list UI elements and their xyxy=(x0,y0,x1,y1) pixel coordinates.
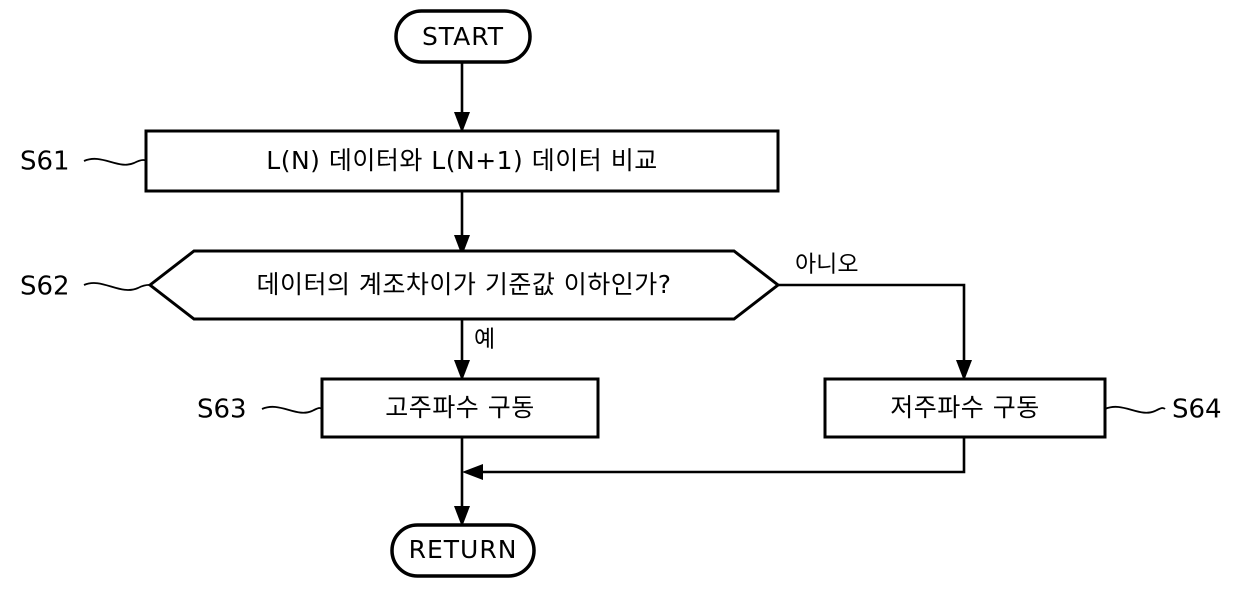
connector-s62-no-to-s64 xyxy=(778,283,972,381)
node-s61[interactable]: L(N) 데이터와 L(N+1) 데이터 비교 xyxy=(144,129,780,193)
step-label-s61: S61 xyxy=(20,147,70,177)
node-s62-label: 데이터의 계조차이가 기준값 이하인가? xyxy=(256,270,671,299)
node-start-label: START xyxy=(422,22,504,51)
step-label-s63: S63 xyxy=(197,395,247,425)
node-s64[interactable]: 저주파수 구동 xyxy=(823,377,1107,439)
leader-line-s61 xyxy=(83,158,147,166)
connector-s62-yes-to-s63 xyxy=(454,319,470,381)
connector-s64-to-merge xyxy=(462,437,966,480)
node-start[interactable]: START xyxy=(394,9,532,64)
node-s61-label: L(N) 데이터와 L(N+1) 데이터 비교 xyxy=(266,146,657,175)
step-label-s64: S64 xyxy=(1172,395,1222,425)
leader-line-s63 xyxy=(261,406,323,414)
node-s63[interactable]: 고주파수 구동 xyxy=(320,377,600,439)
edge-label-no: 아니오 xyxy=(795,252,858,278)
leader-line-s64 xyxy=(1104,406,1166,414)
node-s62[interactable]: 데이터의 계조차이가 기준값 이하인가? xyxy=(147,249,781,321)
step-label-s62: S62 xyxy=(20,272,70,302)
leader-line-s62 xyxy=(83,282,158,291)
connector-s63-to-return xyxy=(454,437,470,527)
connector-start-to-s61 xyxy=(454,62,470,133)
node-return-label: RETURN xyxy=(409,535,518,564)
node-s63-label: 고주파수 구동 xyxy=(385,393,534,422)
edge-label-yes: 예 xyxy=(474,327,495,353)
node-return[interactable]: RETURN xyxy=(390,523,536,578)
node-s64-label: 저주파수 구동 xyxy=(890,393,1039,422)
connector-s61-to-s62 xyxy=(454,191,470,256)
